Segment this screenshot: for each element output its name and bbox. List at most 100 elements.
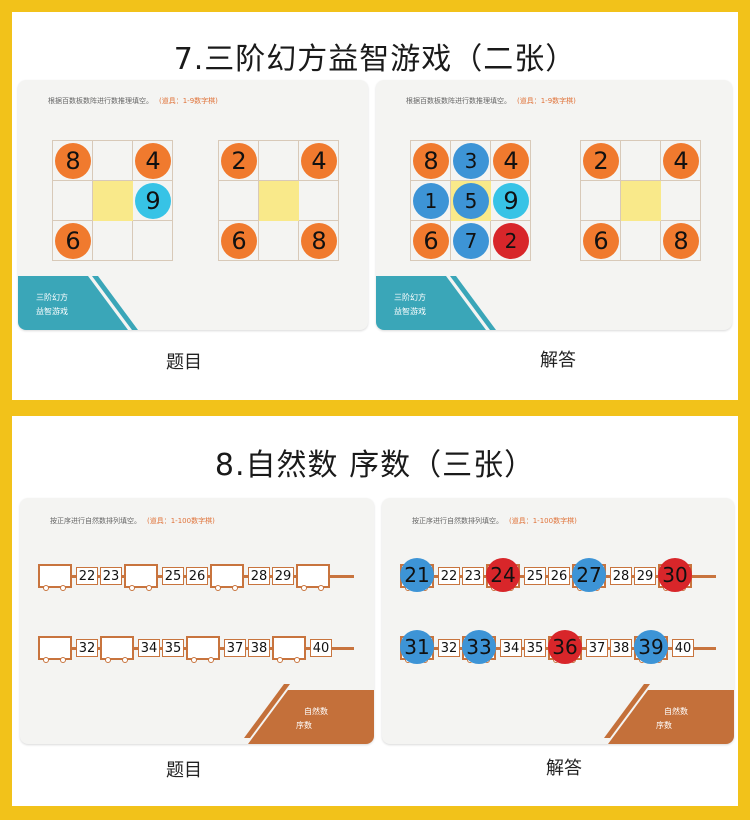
wagon (100, 636, 134, 660)
wheel (43, 657, 49, 663)
number-chip[interactable]: 6 (413, 223, 449, 259)
number-chip[interactable]: 4 (493, 143, 529, 179)
number-chip[interactable]: 6 (55, 223, 91, 259)
grid-cell (661, 141, 701, 181)
badge-band (604, 684, 734, 744)
grid-cell (661, 221, 701, 261)
number-chip[interactable]: 30 (658, 558, 692, 592)
grid-cell (451, 221, 491, 261)
number-chip[interactable]: 5 (453, 183, 489, 219)
number-box: 37 (586, 639, 608, 657)
question-caption: 题目 (166, 352, 202, 373)
natural-number-section: 8.自然数 序数（三张） 按正序进行自然数排列填空。(道具：1-100数字棋) … (12, 416, 738, 806)
badge-band (244, 684, 374, 744)
wheel (146, 585, 152, 591)
number-chip[interactable]: 36 (548, 630, 582, 664)
instruction-text: 根据百数板数阵进行数推理填空。(道具：1-9数字棋) (48, 97, 218, 105)
wheel (215, 585, 221, 591)
number-chip[interactable]: 6 (221, 223, 257, 259)
number-chip[interactable]: 2 (221, 143, 257, 179)
number-box: 25 (162, 567, 184, 585)
number-box: 22 (76, 567, 98, 585)
wagon (186, 636, 220, 660)
number-chip[interactable]: 2 (583, 143, 619, 179)
grid-cell (411, 141, 451, 181)
number-box: 35 (524, 639, 546, 657)
grid-cell (93, 141, 133, 181)
number-box: 37 (224, 639, 246, 657)
grid-cell (259, 221, 299, 261)
number-box: 34 (500, 639, 522, 657)
question-caption: 题目 (166, 760, 202, 781)
grid-cell (411, 181, 451, 221)
wheel (43, 585, 49, 591)
number-chip[interactable]: 33 (462, 630, 496, 664)
number-box: 29 (634, 567, 656, 585)
number-chip[interactable]: 4 (135, 143, 171, 179)
grid-cell (299, 181, 339, 221)
number-chip[interactable]: 8 (301, 223, 337, 259)
badge-band (18, 276, 138, 330)
grid-cell (491, 141, 531, 181)
number-chip[interactable]: 4 (301, 143, 337, 179)
grid-cell (53, 141, 93, 181)
number-chip[interactable]: 7 (453, 223, 489, 259)
number-chip[interactable]: 31 (400, 630, 434, 664)
number-box: 26 (548, 567, 570, 585)
grid-cell (93, 221, 133, 261)
number-box: 38 (610, 639, 632, 657)
number-box: 35 (162, 639, 184, 657)
number-chip[interactable]: 39 (634, 630, 668, 664)
number-box: 34 (138, 639, 160, 657)
grid-cell (133, 141, 173, 181)
number-chip[interactable]: 9 (135, 183, 171, 219)
grid-cell (661, 181, 701, 221)
number-box: 23 (462, 567, 484, 585)
wheel (294, 657, 300, 663)
wagon (38, 636, 72, 660)
grid-cell (133, 181, 173, 221)
grid-cell (621, 221, 661, 261)
section-title: 7.三阶幻方益智游戏（二张） (173, 42, 577, 77)
number-chip[interactable]: 8 (413, 143, 449, 179)
section-title: 8.自然数 序数（三张） (214, 448, 536, 483)
number-chip[interactable]: 6 (583, 223, 619, 259)
number-box: 26 (186, 567, 208, 585)
number-chip[interactable]: 2 (493, 223, 529, 259)
number-box: 40 (310, 639, 332, 657)
badge-band (376, 276, 496, 330)
number-chip[interactable]: 8 (663, 223, 699, 259)
number-chip[interactable]: 21 (400, 558, 434, 592)
number-box: 32 (438, 639, 460, 657)
grid-cell (299, 141, 339, 181)
wagon (210, 564, 244, 588)
grid-cell (621, 141, 661, 181)
grid-cell (411, 221, 451, 261)
wheel (60, 657, 66, 663)
number-chip[interactable]: 27 (572, 558, 606, 592)
wheel (277, 657, 283, 663)
number-box: 38 (248, 639, 270, 657)
number-chip[interactable]: 8 (55, 143, 91, 179)
wheel (105, 657, 111, 663)
number-chip[interactable]: 3 (453, 143, 489, 179)
grid-cell (491, 181, 531, 221)
grid-cell (581, 141, 621, 181)
grid-cell (219, 141, 259, 181)
number-chip[interactable]: 1 (413, 183, 449, 219)
wheel (191, 657, 197, 663)
number-box: 25 (524, 567, 546, 585)
answer-caption: 解答 (546, 758, 582, 779)
answer-caption: 解答 (540, 350, 576, 371)
instruction-text: 按正序进行自然数排列填空。(道具：1-100数字棋) (412, 517, 577, 525)
grid-cell (491, 221, 531, 261)
grid-cell (451, 141, 491, 181)
wheel (60, 585, 66, 591)
magic-grid-answer-b: 2 4 6 8 (580, 140, 701, 261)
number-chip[interactable]: 9 (493, 183, 529, 219)
number-chip[interactable]: 4 (663, 143, 699, 179)
number-chip[interactable]: 24 (486, 558, 520, 592)
grid-cell (219, 221, 259, 261)
